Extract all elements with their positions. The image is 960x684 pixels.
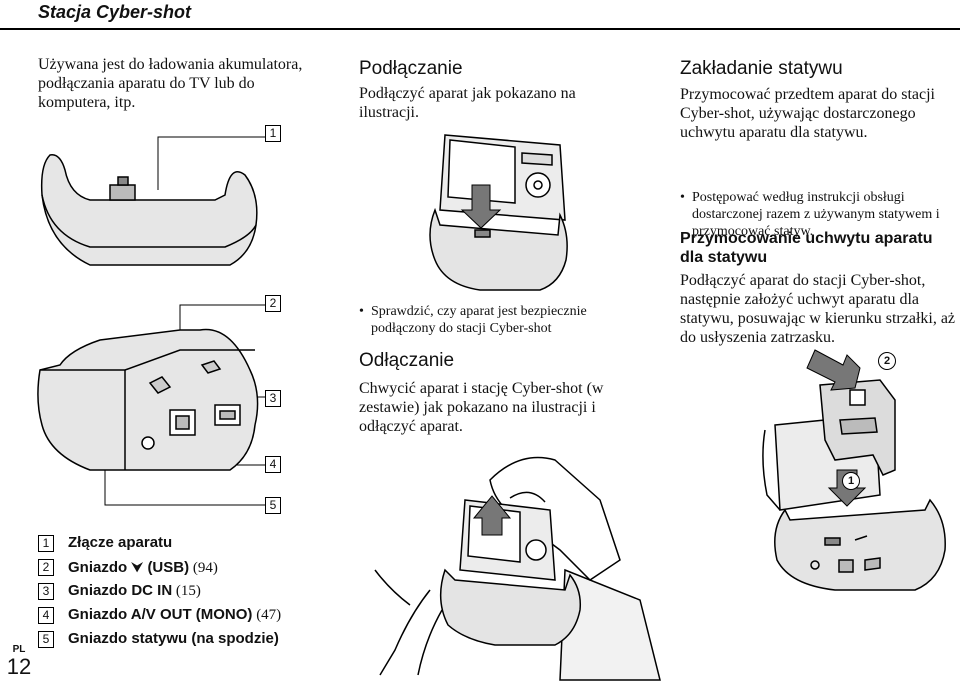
usb-icon: ⮟: [130, 558, 144, 576]
bracket-illustration: [762, 349, 946, 591]
callout-1: 1: [265, 125, 281, 142]
legend-label-3: Gniazdo DC IN: [68, 582, 173, 599]
connect-text: Podłączyć aparat jak pokazano na ilustra…: [359, 85, 576, 121]
bracket-heading: Przymocowanie uchwytu aparatu dla statyw…: [680, 230, 933, 266]
legend-ref-2: (94): [192, 560, 218, 576]
legend-label-4: Gniazdo A/V OUT (MONO): [68, 606, 253, 623]
callout-3: 3: [265, 390, 281, 407]
header-rule: [0, 28, 960, 30]
legend-badge-2: 2: [38, 559, 54, 576]
legend-label-2a: Gniazdo: [68, 559, 128, 576]
dock-illustration: [37, 136, 265, 506]
callout-2: 2: [265, 295, 281, 312]
step-1-marker: 1: [842, 472, 860, 490]
legend-label-1: Złącze aparatu: [68, 534, 173, 551]
tripod-bullet: Postępować według instrukcji obsługi dos…: [680, 189, 960, 240]
callout-5: 5: [265, 497, 281, 514]
legend-badge-1: 1: [38, 535, 54, 552]
legend-badge-3: 3: [38, 583, 54, 600]
callout-4: 4: [265, 456, 281, 473]
disconnect-text: Chwycić aparat i stację Cyber-shot (w ze…: [359, 380, 604, 435]
tripod-heading: Zakładanie statywu: [680, 58, 843, 79]
legend-label-2b: (USB): [147, 559, 190, 576]
legend-badge-4: 4: [38, 607, 54, 624]
connect-illustration: [429, 134, 568, 291]
connect-bullet: Sprawdzić, czy aparat jest bezpiecznie p…: [359, 303, 626, 337]
page-tab: PL 12: [6, 644, 32, 679]
legend-ref-3: (15): [175, 583, 201, 599]
page-number: 12: [6, 654, 32, 679]
tripod-text: Przymocować przedtem aparat do stacji Cy…: [680, 86, 935, 141]
legend-ref-4: (47): [256, 607, 282, 623]
disconnect-heading: Odłączanie: [359, 350, 455, 371]
intro-text: Używana jest do ładowania akumulatora, p…: [38, 56, 303, 111]
language-label: PL: [12, 644, 26, 655]
legend-label-5: Gniazdo statywu (na spodzie): [68, 630, 279, 647]
step-2-marker: 2: [878, 352, 896, 370]
bracket-text: Podłączyć aparat do stacji Cyber-shot, n…: [680, 272, 956, 346]
connect-heading: Podłączanie: [359, 58, 463, 79]
legend-badge-5: 5: [38, 631, 54, 648]
disconnect-illustration: [374, 456, 661, 681]
page-title: Stacja Cyber-shot: [38, 2, 192, 22]
